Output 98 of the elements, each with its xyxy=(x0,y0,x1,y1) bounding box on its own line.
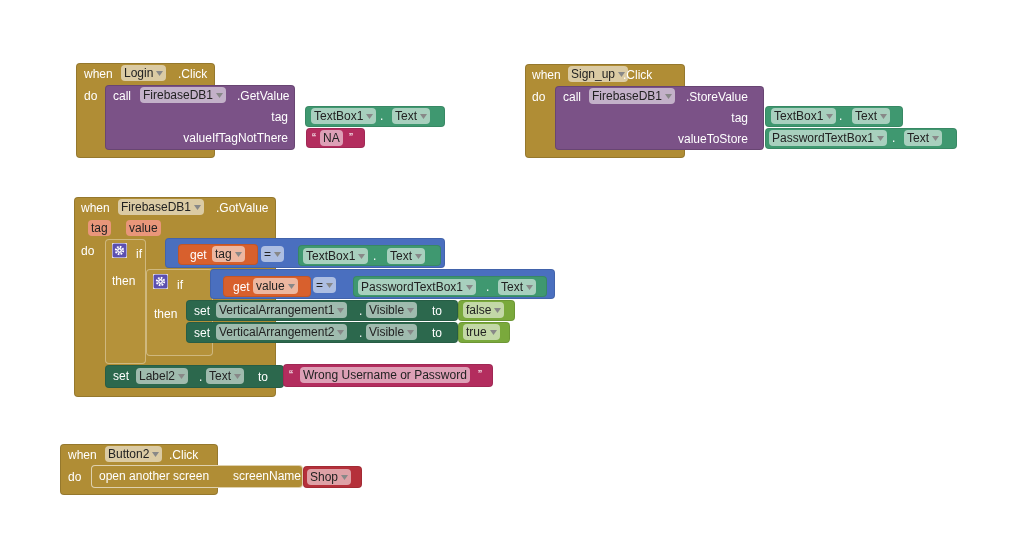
dropdown: Text xyxy=(392,108,430,124)
dropdown: PasswordTextBox1 xyxy=(358,279,477,295)
block-label: . xyxy=(373,248,377,264)
text-string-block xyxy=(283,364,493,387)
property-getter-block xyxy=(765,106,903,127)
dropdown: = xyxy=(261,246,284,262)
block-label: to xyxy=(432,325,442,341)
block-label: ” xyxy=(349,130,353,146)
block-label: if xyxy=(136,246,142,262)
boolean-block xyxy=(458,300,515,321)
block-label: open another screen xyxy=(99,468,210,484)
text-value: Wrong Username or Password xyxy=(300,367,470,383)
property-setter-block xyxy=(105,365,284,388)
procedure-call-block xyxy=(555,86,764,150)
block-label: get xyxy=(233,279,250,295)
dropdown: Text xyxy=(206,368,244,384)
block-label: call xyxy=(563,89,581,105)
block-label: do xyxy=(84,88,98,104)
property-getter-block xyxy=(353,276,547,297)
block-label: get xyxy=(190,247,207,263)
dropdown: Visible xyxy=(366,324,418,340)
parameter-name: value xyxy=(126,220,161,236)
block-label: to xyxy=(258,369,268,385)
block-label: call xyxy=(113,88,131,104)
dropdown: Text xyxy=(387,248,425,264)
dropdown: Text xyxy=(904,130,942,146)
dropdown: tag xyxy=(212,246,245,262)
socket-label: tag xyxy=(271,109,288,125)
block-label: . xyxy=(359,303,363,319)
property-getter-block xyxy=(298,245,441,266)
block-label: .StoreValue xyxy=(686,89,748,105)
dropdown: false xyxy=(463,302,505,318)
block-label: ” xyxy=(478,367,482,383)
property-setter-block xyxy=(186,300,458,321)
block-label: . xyxy=(199,369,203,385)
dropdown: true xyxy=(463,324,500,340)
socket-label: tag xyxy=(731,110,748,126)
socket-label: valueToStore xyxy=(677,131,748,147)
dropdown: VerticalArrangement2 xyxy=(216,324,348,340)
block-label: set xyxy=(194,325,210,341)
property-setter-block xyxy=(186,322,458,343)
comparison-block xyxy=(210,269,555,299)
block-label: . xyxy=(486,279,490,295)
block-label: do xyxy=(68,469,82,485)
dropdown: Shop xyxy=(307,469,352,485)
parameter-name: tag xyxy=(88,220,111,236)
dropdown: Text xyxy=(498,279,536,295)
dropdown: VerticalArrangement1 xyxy=(216,302,348,318)
dropdown: TextBox1 xyxy=(771,108,837,124)
block-label: . xyxy=(380,108,384,124)
dropdown: Label2 xyxy=(136,368,189,384)
variable-getter-block xyxy=(178,244,258,265)
block-label: to xyxy=(432,303,442,319)
procedure-call-block xyxy=(105,85,295,150)
block-label: .Click xyxy=(169,447,199,463)
dropdown: Visible xyxy=(366,302,418,318)
text-value: NA xyxy=(320,130,343,146)
block-label: .Click xyxy=(623,67,653,83)
dropdown: FirebaseDB1 xyxy=(589,88,676,104)
screen-name-block xyxy=(303,466,362,488)
dropdown: Login xyxy=(121,65,167,81)
text-string-block xyxy=(306,128,365,148)
block-label: .Click xyxy=(178,66,208,82)
block-label: . xyxy=(839,108,843,124)
dropdown: = xyxy=(313,277,336,293)
block-label: do xyxy=(532,89,546,105)
block-label: screenName xyxy=(233,468,302,484)
dropdown: TextBox1 xyxy=(303,248,369,264)
block-label: “ xyxy=(289,367,293,383)
variable-getter-block xyxy=(223,276,311,297)
block-label: .GotValue xyxy=(216,200,269,216)
block-label: when xyxy=(532,67,561,83)
block-label: do xyxy=(81,243,95,259)
socket-label: valueIfTagNotThere xyxy=(183,130,288,146)
dropdown: TextBox1 xyxy=(311,108,377,124)
dropdown: FirebaseDB1 xyxy=(118,199,205,215)
block-label: when xyxy=(68,447,97,463)
block-label: when xyxy=(84,66,113,82)
block-label: if xyxy=(177,277,183,293)
dropdown: PasswordTextBox1 xyxy=(769,130,888,146)
block-label: then xyxy=(112,273,136,289)
dropdown: value xyxy=(253,278,298,294)
dropdown: FirebaseDB1 xyxy=(140,87,227,103)
dropdown: Text xyxy=(852,108,890,124)
boolean-block xyxy=(458,322,510,343)
block-label: set xyxy=(113,368,129,384)
block-label: . xyxy=(892,130,896,146)
property-getter-block xyxy=(305,106,445,127)
dropdown: Button2 xyxy=(105,446,163,462)
block-label: set xyxy=(194,303,210,319)
block-label: when xyxy=(81,200,110,216)
open-screen-block xyxy=(91,465,303,488)
property-getter-block xyxy=(765,128,957,149)
block-label: then xyxy=(154,306,178,322)
block-label: “ xyxy=(312,130,316,146)
block-label: .GetValue xyxy=(237,88,290,104)
block-label: . xyxy=(359,325,363,341)
if-block xyxy=(105,239,146,364)
